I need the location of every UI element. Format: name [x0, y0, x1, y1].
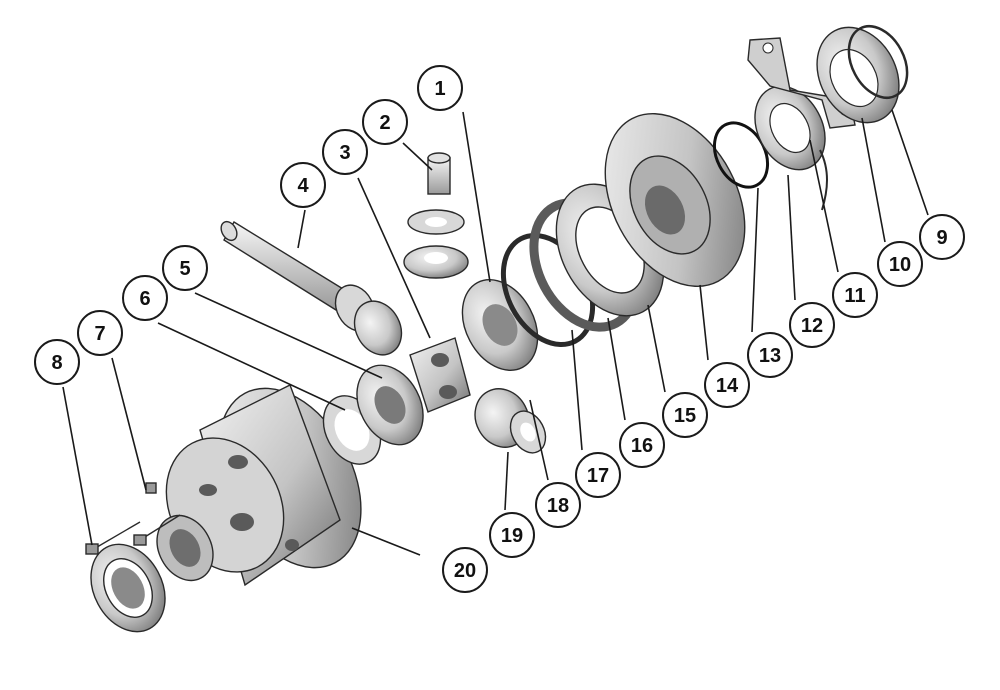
callout-9-label: 9: [936, 227, 947, 249]
leader-11: [809, 139, 839, 273]
part-side-gear-5: [356, 364, 424, 446]
leader-6: [157, 322, 346, 411]
leader-8: [62, 386, 93, 546]
callout-7: 7: [77, 310, 123, 356]
callout-3: 3: [322, 129, 368, 175]
leader-20: [351, 527, 421, 556]
callout-10: 10: [877, 241, 923, 287]
leader-19: [504, 451, 509, 511]
part-pinion-gear-lower: [474, 388, 547, 454]
part-coil-12: [754, 85, 828, 211]
callout-14: 14: [704, 362, 750, 408]
part-spider-block: [409, 337, 471, 413]
callouts: 1 2 3 4 5 6 7 8: [34, 65, 965, 593]
callout-5: 5: [162, 245, 208, 291]
leader-15: [647, 304, 666, 393]
callout-19: 19: [489, 512, 535, 558]
callout-4: 4: [280, 162, 326, 208]
callout-16-label: 16: [631, 435, 653, 457]
leader-16: [607, 317, 626, 421]
leader-14: [699, 284, 709, 361]
part-cross-pin: [220, 220, 349, 311]
part-bearing-right: [816, 26, 900, 124]
callout-14-label: 14: [716, 375, 739, 397]
callout-10-label: 10: [889, 254, 911, 276]
part-pinion-gear-left: [334, 284, 403, 356]
part-pinion-gear-top: [403, 209, 469, 279]
callout-15: 15: [662, 392, 708, 438]
part-small-pin: [427, 152, 451, 195]
callout-2-label: 2: [379, 112, 390, 134]
part-flange-14: [604, 113, 746, 287]
leader-9: [891, 109, 929, 216]
leader-5: [194, 292, 383, 379]
leader-7: [111, 357, 147, 491]
callout-2: 2: [362, 99, 408, 145]
callout-20-label: 20: [454, 560, 476, 582]
callout-12-label: 12: [801, 315, 823, 337]
callout-19-label: 19: [501, 525, 523, 547]
leader-18: [529, 399, 549, 481]
leader-13: [751, 187, 759, 333]
leader-4: [297, 209, 306, 249]
leader-17: [571, 329, 583, 451]
callout-6-label: 6: [139, 288, 150, 310]
leader-lines: [62, 109, 929, 556]
callout-13: 13: [747, 332, 793, 378]
callout-18-label: 18: [547, 495, 569, 517]
part-snap-ring-9: [847, 25, 909, 99]
part-side-gear-1: [461, 279, 539, 371]
callout-20: 20: [442, 547, 488, 593]
callout-6: 6: [122, 275, 168, 321]
callout-8: 8: [34, 339, 80, 385]
callout-5-label: 5: [179, 258, 190, 280]
callout-11-label: 11: [844, 285, 865, 307]
parts-group: [85, 25, 909, 633]
callout-11: 11: [832, 272, 878, 318]
callout-18: 18: [535, 482, 581, 528]
callout-17-label: 17: [587, 465, 609, 487]
callout-17: 17: [575, 452, 621, 498]
leader-1: [462, 111, 491, 283]
callout-4-label: 4: [297, 175, 309, 197]
leader-2: [402, 142, 433, 171]
callout-8-label: 8: [51, 352, 62, 374]
leader-12: [787, 174, 796, 301]
callout-12: 12: [789, 302, 835, 348]
callout-9: 9: [919, 214, 965, 260]
callout-1-label: 1: [434, 78, 445, 100]
callout-15-label: 15: [674, 405, 696, 427]
callout-1: 1: [417, 65, 463, 111]
leader-10: [861, 117, 886, 243]
leader-3: [357, 177, 431, 339]
callout-16: 16: [619, 422, 665, 468]
callout-7-label: 7: [94, 323, 105, 345]
callout-3-label: 3: [339, 142, 350, 164]
part-bearing-left: [90, 543, 166, 633]
callout-13-label: 13: [759, 345, 781, 367]
